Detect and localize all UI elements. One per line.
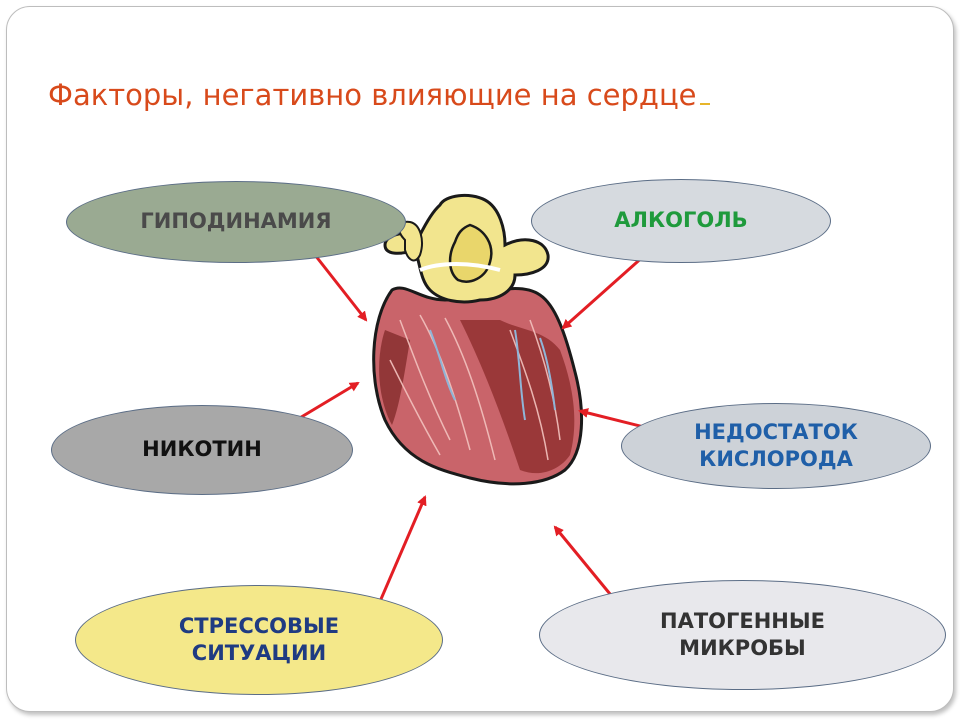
factor-label-alcohol: АЛКОГОЛЬ: [614, 208, 748, 233]
factor-label-hypodynamia: ГИПОДИНАМИЯ: [140, 209, 332, 234]
coronary-vessels: [429, 329, 556, 421]
factor-oval-nicotine: НИКОТИН: [51, 405, 353, 495]
heart-illustration: [372, 193, 583, 486]
slide-title: Факторы, негативно влияющие на сердце: [48, 78, 710, 112]
factor-oval-hypodynamia: ГИПОДИНАМИЯ: [66, 181, 406, 263]
heart-fibers: [389, 314, 561, 461]
factor-oval-oxygen-deficiency: НЕДОСТАТОК КИСЛОРОДА: [621, 403, 931, 489]
factor-label-nicotine: НИКОТИН: [142, 437, 262, 462]
factor-label-stress: СТРЕССОВЫЕ СИТУАЦИИ: [178, 613, 340, 665]
arrow-alcohol: [561, 253, 646, 330]
factor-label-oxygen-deficiency: НЕДОСТАТОК КИСЛОРОДА: [694, 419, 858, 471]
heart-shadow-left: [379, 330, 410, 425]
factor-oval-alcohol: АЛКОГОЛЬ: [531, 179, 831, 263]
factor-label-pathogenic-microbes: ПАТОГЕННЫЕ МИКРОБЫ: [660, 608, 825, 660]
title-underline-mark: [699, 103, 710, 105]
vessel-outline: [419, 262, 501, 272]
arrow-hypodynamia: [313, 254, 368, 322]
factor-oval-pathogenic-microbes: ПАТОГЕННЫЕ МИКРОБЫ: [539, 580, 946, 690]
factor-oval-stress: СТРЕССОВЫЕ СИТУАЦИИ: [75, 585, 443, 695]
